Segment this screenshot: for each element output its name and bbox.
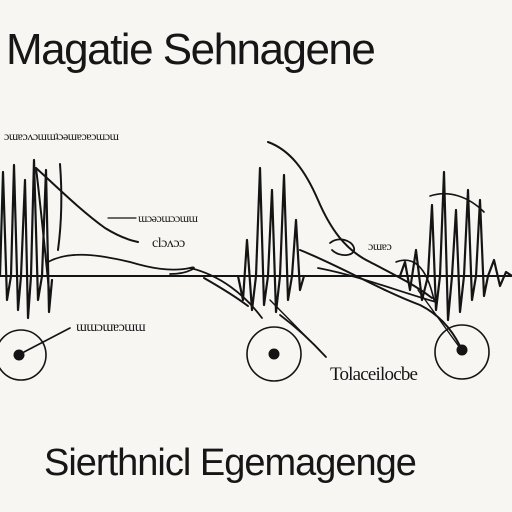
- label-upper-mid: ɯɔǝɔɯɔɔɯɯ: [138, 211, 199, 225]
- left-sensor-icon: [0, 329, 47, 381]
- right-lower-curve: [395, 259, 435, 301]
- leader-line-right: [417, 289, 461, 349]
- center-sensor-icon: [246, 326, 302, 382]
- label-left-lower: ɯɯɔɯɐɔɯɯ: [76, 320, 146, 335]
- label-right-mid: ɔɯɐɔ: [368, 239, 391, 253]
- leader-line-left-lower: [23, 327, 71, 353]
- label-small-mid: clɔʌɔɔ: [152, 236, 185, 251]
- right-sensor-icon: [434, 324, 490, 380]
- center-arc-curve: [267, 141, 433, 299]
- diagram-title: Magatie Sehnagene: [6, 25, 374, 74]
- leader-line-center: [269, 299, 326, 357]
- left-hook-curve: [57, 163, 63, 251]
- right-waveform: [398, 170, 512, 322]
- diagram-footer-title: Sierthnicl Egemagenge: [44, 442, 416, 484]
- left-tail-curve: [47, 253, 195, 275]
- label-bottom-right: Tolaceilocbe: [330, 364, 418, 385]
- label-top-left: ɔɯɐɔʌɔɯɯʇɔǝɯɐɔɐɔɯɔɯ: [4, 129, 120, 143]
- center-cross-line: [189, 267, 263, 319]
- center-loop-curve: [329, 238, 355, 256]
- left-tall-stroke: [35, 167, 51, 301]
- right-upper-curve: [429, 192, 485, 213]
- center-down-stroke: [203, 277, 249, 307]
- left-decay-curve: [35, 167, 139, 243]
- center-waveform: [236, 166, 306, 314]
- left-waveform: [0, 158, 54, 320]
